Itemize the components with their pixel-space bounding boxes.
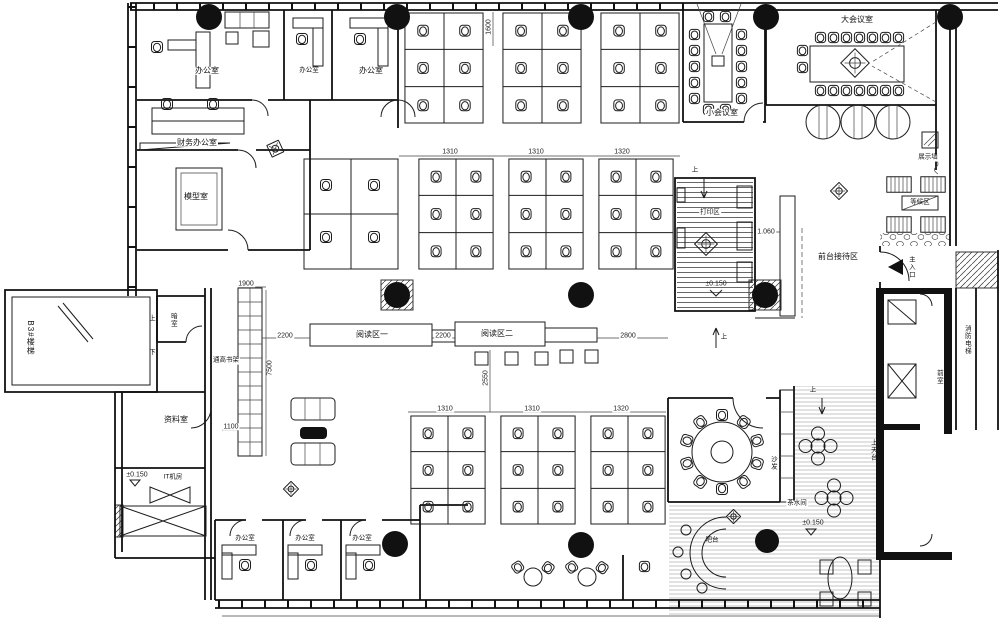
dim-bot-1: 1310 xyxy=(436,405,454,413)
label-large-meeting: 大会议室 xyxy=(840,14,874,25)
label-terrace-up: 上 xyxy=(809,386,817,394)
label-print-up: 上 xyxy=(691,166,699,174)
label-reception: 前台接待区 xyxy=(817,251,859,262)
it-room-contents xyxy=(120,480,206,536)
dim-bot-2: 1310 xyxy=(523,405,541,413)
dim-reading-1: 2200 xyxy=(276,332,294,340)
label-waiting-area: 等候区 xyxy=(910,198,930,206)
level-terrace: ±0.150 xyxy=(802,519,824,527)
label-office-b2: 办公室 xyxy=(294,534,316,543)
exterior-walls xyxy=(5,3,998,618)
reading-tables xyxy=(310,322,598,365)
dim-mid-2: 1310 xyxy=(527,148,545,156)
sofa-set xyxy=(291,398,335,465)
label-fire-elevator: 消防电梯 xyxy=(963,325,971,355)
dim-reading-2: 2200 xyxy=(434,332,452,340)
workstation-pods-top xyxy=(405,13,679,123)
dim-2550: 2550 xyxy=(482,369,490,387)
label-reception-up: 上 xyxy=(720,333,728,341)
label-office-t2: 办公室 xyxy=(298,66,320,75)
dim-1060: 1.060 xyxy=(756,228,776,236)
dim-reading-3: 2800 xyxy=(619,332,637,340)
lounge-tables xyxy=(510,559,651,586)
label-display-wall: 展示墙 xyxy=(917,153,939,162)
floor-ornaments xyxy=(263,136,288,161)
print-area-floor xyxy=(677,181,753,309)
label-model-room: 模型室 xyxy=(183,191,209,202)
label-bar-counter: 吧台 xyxy=(705,536,719,544)
label-office-b3: 办公室 xyxy=(351,534,373,543)
wood-deck-floor xyxy=(669,386,879,617)
dim-1100: 1100 xyxy=(222,423,240,431)
large-meeting-room xyxy=(796,22,936,139)
label-finance-office: 财务办公室 xyxy=(176,137,218,148)
label-archive-room: 资料室 xyxy=(163,414,189,425)
label-b3-up: 上 xyxy=(147,314,155,322)
display-waiting-area xyxy=(830,132,946,233)
label-office-t3: 办公室 xyxy=(358,65,384,76)
label-print-area: 打印区 xyxy=(699,208,721,217)
label-vestibule: 前室 xyxy=(935,369,943,385)
label-dark-room: 暗室 xyxy=(169,312,177,328)
entry-paving xyxy=(880,233,950,246)
label-roof-terrace: 上天台 xyxy=(869,438,877,462)
label-main-entrance: 主入口 xyxy=(907,255,915,279)
label-sofa: 沙发 xyxy=(769,455,777,471)
label-reading-area-2: 阅读区二 xyxy=(480,328,514,339)
level-it-room: ±0.150 xyxy=(126,471,148,479)
label-it-room: IT机房 xyxy=(162,473,184,482)
office-top-left-furniture xyxy=(151,12,389,88)
tall-bookshelf xyxy=(238,288,262,456)
label-b3-down: 下 xyxy=(147,348,155,356)
label-office-tl: 办公室 xyxy=(194,65,220,76)
label-office-b1: 办公室 xyxy=(234,534,256,543)
model-room-table xyxy=(176,168,222,230)
dim-1900: 1900 xyxy=(237,280,255,288)
label-b3-stair: B3#楼梯 xyxy=(26,320,36,356)
column-markers xyxy=(196,4,963,558)
label-tea-room: 茶水间 xyxy=(786,499,808,508)
dim-1600: 1600 xyxy=(485,18,493,36)
small-meeting-room xyxy=(688,4,748,116)
dim-bot-3: 1320 xyxy=(612,405,630,413)
workstation-pods-middle xyxy=(304,159,673,269)
label-small-meeting: 小会议室 xyxy=(705,107,739,118)
dim-mid-1: 1310 xyxy=(441,148,459,156)
level-print-area: ±0.150 xyxy=(705,280,727,288)
bottom-office-furniture xyxy=(222,481,380,579)
dim-7500: 7500 xyxy=(266,359,274,377)
workstation-pods-bottom xyxy=(411,416,665,524)
label-tall-bookshelf: 通高书架 xyxy=(212,356,240,365)
label-reading-area-1: 阅读区一 xyxy=(355,329,389,340)
ext-stair-hatch xyxy=(956,252,998,288)
tea-room-contents xyxy=(673,398,871,606)
dim-mid-3: 1320 xyxy=(613,148,631,156)
print-area-contents xyxy=(677,178,752,348)
interior-walls xyxy=(115,10,998,600)
